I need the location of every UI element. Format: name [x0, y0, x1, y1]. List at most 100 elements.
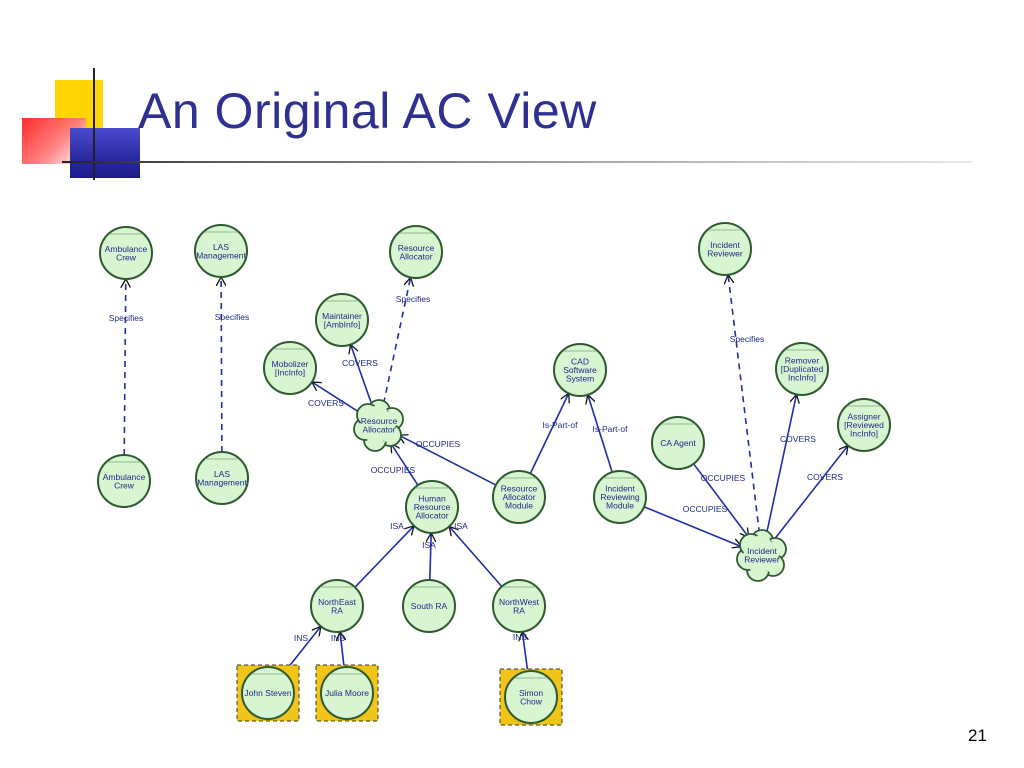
deco-vertical-line	[93, 68, 95, 180]
edge-label: ISA	[390, 521, 404, 531]
edge-line	[643, 506, 742, 547]
node-circle	[402, 579, 456, 633]
node-label: Allocator	[399, 251, 432, 261]
node-label: NorthWest	[499, 597, 540, 607]
node-label: Remover	[785, 356, 820, 366]
node-label: Reviewer	[707, 248, 743, 258]
edge-covers: COVERS	[765, 394, 816, 534]
edge-label: OCCUPIES	[683, 504, 728, 514]
node-circle	[698, 222, 752, 276]
node-circle	[315, 293, 369, 347]
node-circle	[194, 224, 248, 278]
node-label: Reviewer	[744, 554, 780, 564]
edge-label: Specifies	[730, 334, 765, 344]
edge-label: COVERS	[780, 434, 816, 444]
node-label: Module	[505, 501, 533, 511]
node-john-steven[interactable]: John Steven	[236, 664, 300, 722]
edge-label: OCCUPIES	[701, 473, 746, 483]
edge-line	[312, 382, 361, 414]
node-circle	[775, 342, 829, 396]
deco-horizontal-line	[62, 161, 972, 163]
node-label: Ambulance	[105, 244, 148, 254]
edge-label: COVERS	[342, 358, 378, 368]
node-julia-moore[interactable]: Julia Moore	[315, 664, 379, 722]
node-label: IncInfo]	[788, 373, 816, 383]
node-label: Allocator	[502, 492, 535, 502]
node-mobolizer[interactable]: Mobolizer[IncInfo]	[263, 341, 317, 395]
node-circle	[99, 226, 153, 280]
edge-label: COVERS	[308, 398, 344, 408]
edge-isa: ISA	[449, 521, 503, 588]
edge-label: INS	[331, 633, 346, 643]
node-label: Resource	[361, 416, 398, 426]
edge-label: Specifies	[109, 313, 144, 323]
edge-label: Specifies	[215, 312, 250, 322]
edge-specifies: Specifies	[728, 275, 765, 534]
node-label: [Reviewed	[844, 420, 884, 430]
node-label: Incident	[605, 484, 635, 494]
nodes-layer: AmbulanceCrewLASManagementResourceAlloca…	[97, 222, 891, 726]
edge-isa: ISA	[354, 521, 414, 588]
cloud-fill	[361, 408, 379, 425]
node-ca-agent[interactable]: CA Agent	[651, 416, 705, 470]
node-circle	[241, 666, 295, 720]
node-label: Management	[196, 250, 246, 260]
node-label: Julia Moore	[325, 688, 369, 698]
node-circle	[837, 398, 891, 452]
node-label: Maintainer	[322, 311, 362, 321]
node-circle	[263, 341, 317, 395]
node-label: Resource	[414, 502, 451, 512]
edge-specifies: Specifies	[215, 277, 250, 453]
node-label: Software	[563, 365, 597, 375]
node-label: LAS	[214, 469, 230, 479]
node-label: Module	[606, 501, 634, 511]
node-label: RA	[513, 605, 525, 615]
edge-line	[774, 446, 848, 539]
node-label: Human	[418, 494, 446, 504]
node-label: Management	[197, 477, 247, 487]
node-label: Reviewing	[600, 492, 639, 502]
cloud-fill	[381, 411, 399, 429]
edge-label: Is-Part-of	[543, 420, 579, 430]
edge-ins: INS	[331, 632, 346, 670]
edge-isa: ISA	[422, 533, 436, 581]
edge-occupies: OCCUPIES	[399, 435, 497, 486]
edge-line	[728, 275, 761, 534]
node-circle	[492, 579, 546, 633]
edge-line	[354, 526, 414, 588]
node-label: NorthEast	[318, 597, 356, 607]
node-label: Crew	[116, 252, 137, 262]
node-south-ra[interactable]: South RA	[402, 579, 456, 633]
node-label: [Duplicated	[781, 364, 824, 374]
edge-line	[588, 395, 613, 473]
edge-label: INS	[513, 632, 528, 642]
edge-label: ISA	[422, 540, 436, 550]
node-maintainer[interactable]: Maintainer[AmbInfo]	[315, 293, 369, 347]
node-circle	[97, 454, 151, 508]
edge-line	[765, 394, 797, 534]
node-label: Resource	[501, 484, 538, 494]
edge-is-part-of: Is-Part-of	[529, 393, 579, 474]
cloud-fill	[744, 538, 762, 555]
node-label: RA	[331, 605, 343, 615]
edge-covers: COVERS	[342, 345, 378, 405]
edge-ins: INS	[513, 632, 529, 674]
